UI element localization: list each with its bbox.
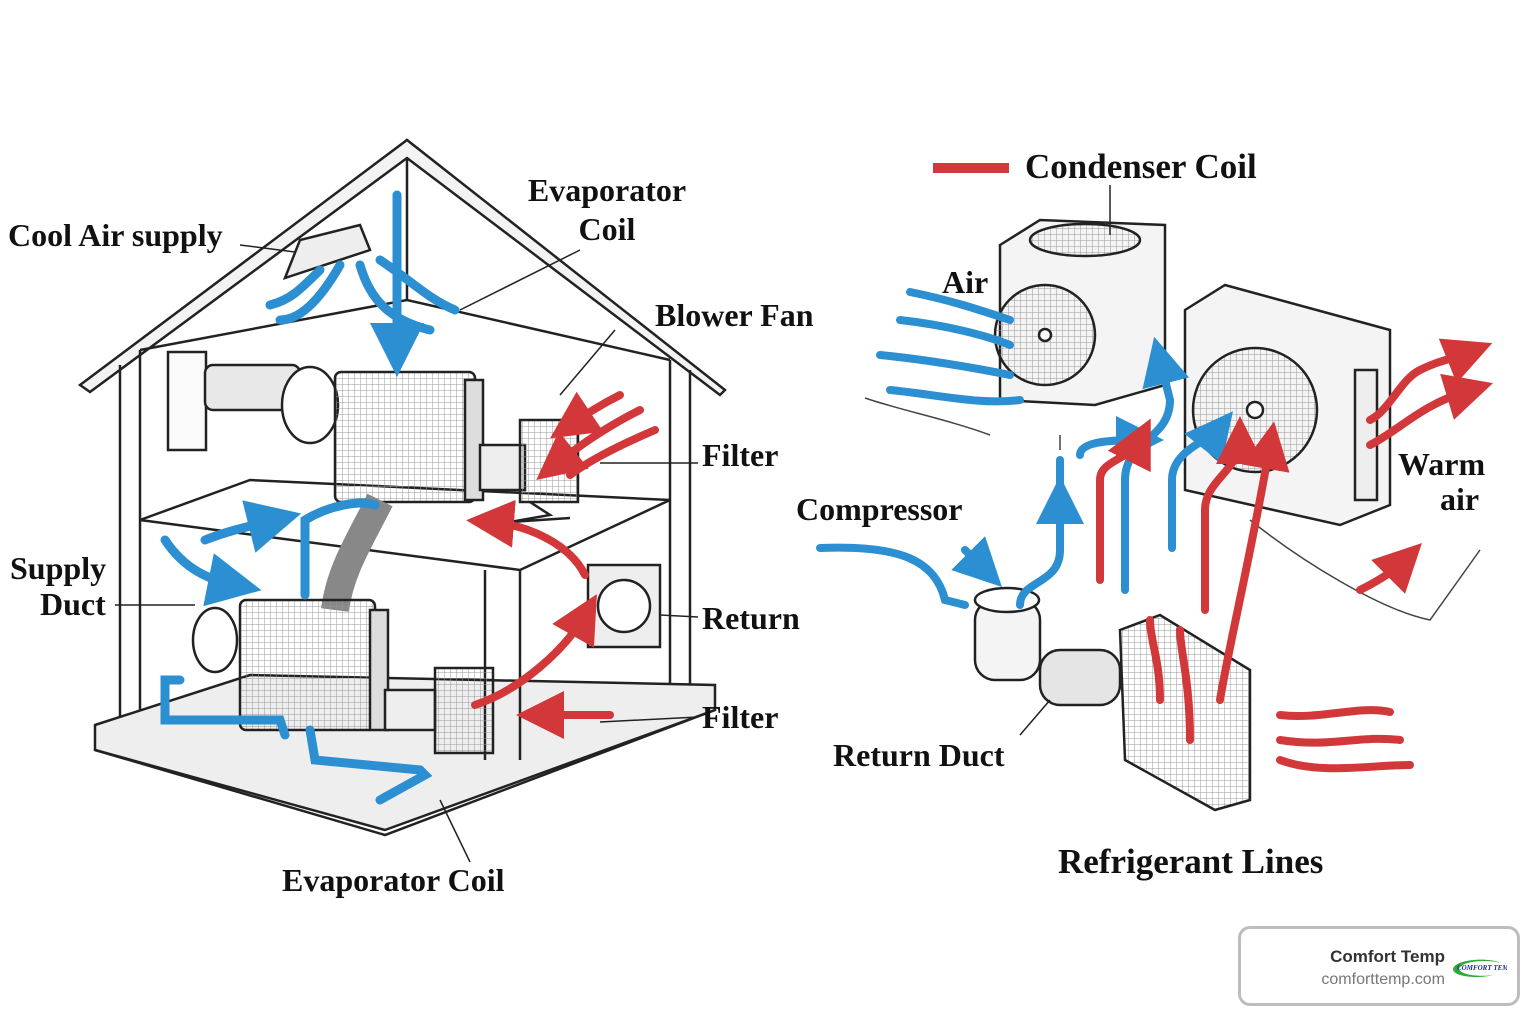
ground-outline: [864, 397, 1481, 621]
svg-text:COMFORT TEMP: COMFORT TEMP: [1457, 964, 1507, 972]
return-air-flow-arrows: [466, 391, 659, 739]
label-return-duct: Return Duct: [833, 737, 1005, 773]
label-warm-air-line2: air: [1440, 481, 1480, 517]
label-evaporator-coil-top-line1: Evaporator: [527, 172, 687, 208]
label-filter-bottom: Filter: [702, 699, 779, 735]
label-supply-duct-line2: Duct: [40, 586, 106, 622]
condenser-unit-front: [993, 218, 1167, 407]
upper-evaporator-coil-unit: [203, 363, 580, 613]
label-evaporator-coil-top-line2: Coil: [578, 211, 636, 247]
label-air: Air: [942, 264, 989, 300]
label-return: Return: [702, 600, 800, 636]
label-refrigerant-lines: Refrigerant Lines: [1058, 842, 1324, 881]
label-compressor: Compressor: [796, 491, 963, 527]
leader-lines: [115, 185, 1111, 863]
label-warm-air-line1: Warm: [1398, 446, 1486, 482]
compressor: [973, 586, 1122, 707]
lower-evaporator-coil-unit: [191, 563, 662, 755]
label-cool-air-supply: Cool Air supply: [8, 217, 223, 253]
label-supply-duct-line1: Supply: [10, 550, 107, 586]
label-filter-top: Filter: [702, 437, 779, 473]
label-evaporator-coil-bottom: Evaporator Coil: [282, 862, 505, 898]
brand-url: comforttemp.com: [1321, 971, 1445, 988]
condenser-coil-legend-swatch: [933, 163, 1009, 173]
brand-card: Comfort Temp comforttemp.com COMFORT TEM…: [1238, 926, 1520, 1006]
outdoor-warm-flow-arrows: [1096, 338, 1493, 773]
label-blower-fan: Blower Fan: [655, 297, 814, 333]
comfort-temp-logo: COMFORT TEMP: [1453, 959, 1507, 977]
label-condenser-coil: Condenser Coil: [1025, 147, 1257, 186]
refrigerant-coil: [1118, 613, 1252, 812]
brand-name: Comfort Temp: [1330, 947, 1445, 966]
cool-air-vent: [282, 223, 372, 281]
outdoor-cool-flow-arrows: [816, 288, 1234, 609]
cool-air-flow-arrows: [160, 190, 460, 805]
